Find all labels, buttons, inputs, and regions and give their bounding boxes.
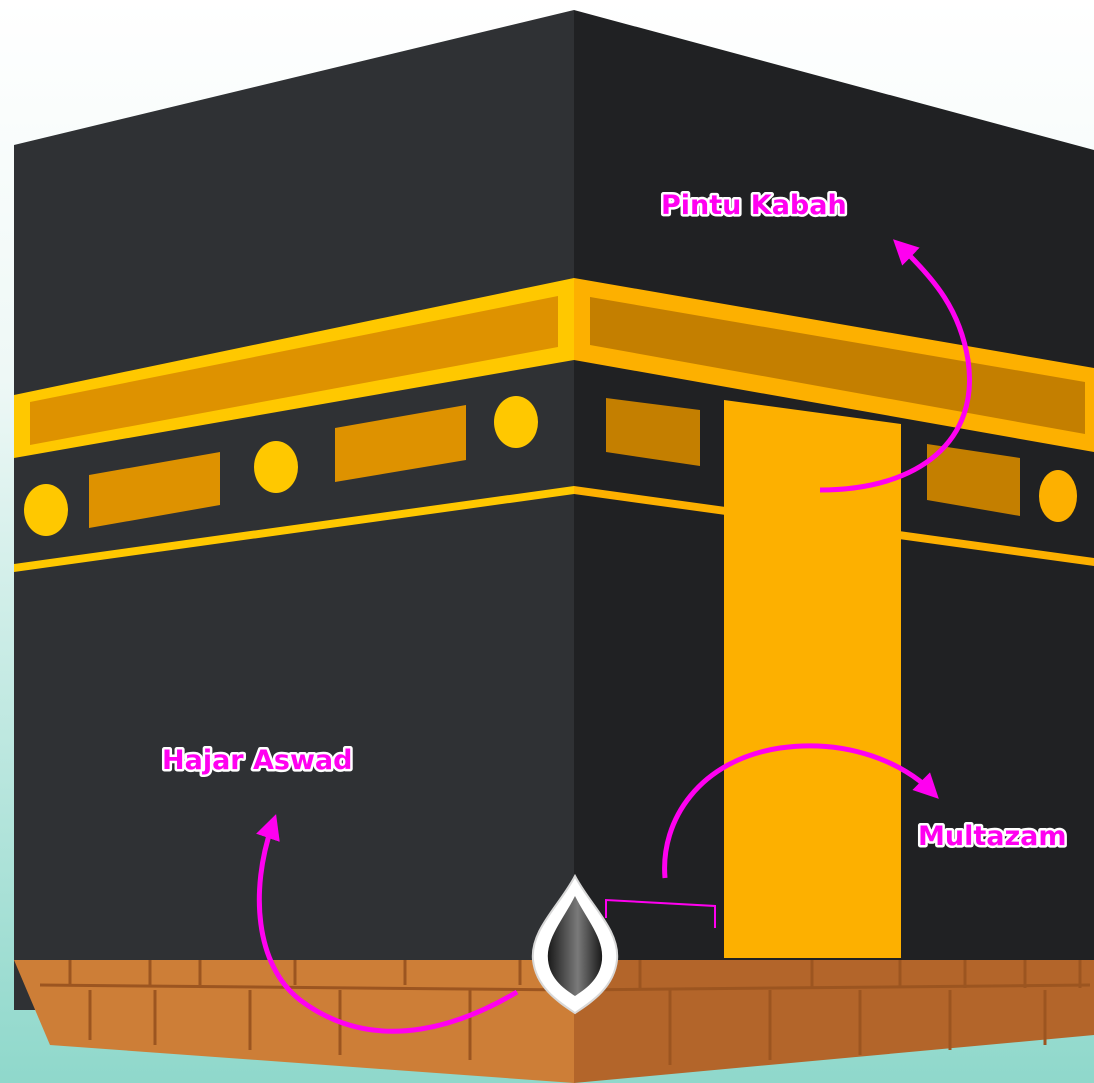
- label-multazam: Multazam: [918, 821, 1067, 852]
- label-pintu-kabah: Pintu Kabah: [661, 190, 847, 221]
- gold-medallion: [24, 484, 68, 536]
- gold-medallion: [254, 441, 298, 493]
- gold-medallion: [494, 396, 538, 448]
- label-hajar-aswad: Hajar Aswad: [162, 745, 352, 776]
- gold-medallion: [1039, 470, 1077, 522]
